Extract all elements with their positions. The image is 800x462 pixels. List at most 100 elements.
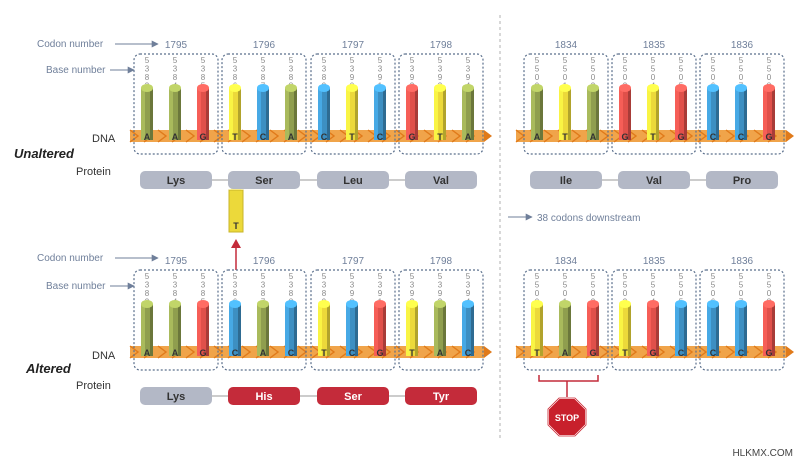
base-letter: A — [562, 348, 569, 358]
altered-title: Altered — [25, 361, 72, 376]
protein-label: Val — [433, 175, 449, 187]
base-G: G — [197, 84, 209, 142]
protein-ser: Ser — [317, 387, 389, 405]
base-A: A — [434, 300, 446, 358]
codon-box — [699, 269, 785, 371]
base-letter: G — [621, 132, 628, 142]
codon-number: 1795 — [165, 40, 188, 51]
codon-number: 1798 — [430, 256, 453, 267]
base-A: A — [257, 300, 269, 358]
base-letter: G — [649, 348, 656, 358]
base-letter: C — [260, 132, 267, 142]
watermark: HLKMX.COM — [732, 448, 793, 459]
codon-number: 1796 — [253, 256, 276, 267]
base-letter: A — [144, 348, 151, 358]
codon-box — [398, 269, 484, 371]
base-C: C — [707, 300, 719, 358]
base-T: T — [647, 84, 659, 142]
base-C: C — [735, 300, 747, 358]
base-C: C — [707, 84, 719, 142]
codon: 17965386T5387C5388A — [221, 40, 307, 155]
codon-box — [398, 53, 484, 155]
base-letter: T — [321, 348, 327, 358]
protein-label: His — [255, 391, 272, 403]
base-A: A — [462, 84, 474, 142]
base-letter: G — [589, 348, 596, 358]
insertion-arrow-head — [231, 239, 241, 248]
codon-number: 1836 — [731, 40, 754, 51]
protein-label: Ser — [255, 175, 273, 187]
base-letter: T — [562, 132, 568, 142]
base-letter: G — [677, 132, 684, 142]
base-T: T — [559, 84, 571, 142]
base-G: G — [763, 300, 775, 358]
protein-label-top: Protein — [76, 166, 111, 178]
codon-number: 1834 — [555, 256, 578, 267]
codon-number: 1796 — [253, 40, 276, 51]
codon: 18355503T5504G5505C — [611, 256, 697, 371]
base-letter: C — [377, 132, 384, 142]
protein-label: Val — [646, 175, 662, 187]
unaltered-row: 17955383A5384A5385G17965386T5387C5388A17… — [129, 40, 794, 189]
base-letter: A — [437, 348, 444, 358]
downstream-label: 38 codons downstream — [537, 213, 640, 224]
stop-marker: STOP — [538, 375, 599, 437]
codon-box — [221, 53, 307, 155]
protein-label-bottom: Protein — [76, 380, 111, 392]
base-letter: G — [199, 348, 206, 358]
base-A: A — [559, 300, 571, 358]
base-G: G — [406, 84, 418, 142]
base-C: C — [735, 84, 747, 142]
base-letter: C — [232, 348, 239, 358]
base-G: G — [587, 300, 599, 358]
dna-strands: 17955383A5384A5385G17965386T5387C5388A17… — [129, 40, 794, 405]
codon: 17975389C5390T5391C — [310, 40, 396, 155]
protein-label: Ile — [560, 175, 572, 187]
base-T: T — [531, 300, 543, 358]
base-C: C — [285, 300, 297, 358]
codon: 18355503G5504T5505G — [611, 40, 697, 155]
stop-label: STOP — [555, 413, 579, 423]
base-letter: T — [534, 348, 540, 358]
base-letter: C — [710, 348, 717, 358]
protein-tyr: Tyr — [405, 387, 477, 405]
dna-label-top: DNA — [92, 133, 116, 145]
protein-pro: Pro — [706, 171, 778, 189]
protein-label: Tyr — [433, 391, 450, 403]
base-letter: T — [349, 132, 355, 142]
base-A: A — [587, 84, 599, 142]
base-letter: C — [738, 132, 745, 142]
base-letter: T — [650, 132, 656, 142]
base-letter: T — [232, 132, 238, 142]
protein-lys: Lys — [140, 387, 212, 405]
base-G: G — [619, 84, 631, 142]
base-T: T — [434, 84, 446, 142]
base-C: C — [257, 84, 269, 142]
base-letter: G — [765, 132, 772, 142]
protein-ile: Ile — [530, 171, 602, 189]
codon: 17965386C5387A5388C — [221, 256, 307, 371]
base-letter: T — [409, 348, 415, 358]
codon: 18345500T5501A5502G — [523, 256, 609, 371]
protein-val: Val — [405, 171, 477, 189]
base-letter: G — [199, 132, 206, 142]
codon: 18365506C5507C5508G — [699, 40, 785, 155]
base-letter: A — [172, 132, 179, 142]
base-letter: C — [288, 348, 295, 358]
base-letter: C — [349, 348, 356, 358]
base-letter: C — [465, 348, 472, 358]
codon-number: 1835 — [643, 40, 666, 51]
base-number-label-top: Base number — [46, 65, 106, 76]
base-letter: A — [260, 348, 267, 358]
base-letter: C — [678, 348, 685, 358]
base-G: G — [675, 84, 687, 142]
protein-leu: Leu — [317, 171, 389, 189]
altered-protein-chain: Lys His Ser Tyr — [140, 387, 477, 405]
base-letter: C — [710, 132, 717, 142]
protein-his: His — [228, 387, 300, 405]
protein-val: Val — [618, 171, 690, 189]
codon-box — [699, 53, 785, 155]
codon-box — [611, 53, 697, 155]
